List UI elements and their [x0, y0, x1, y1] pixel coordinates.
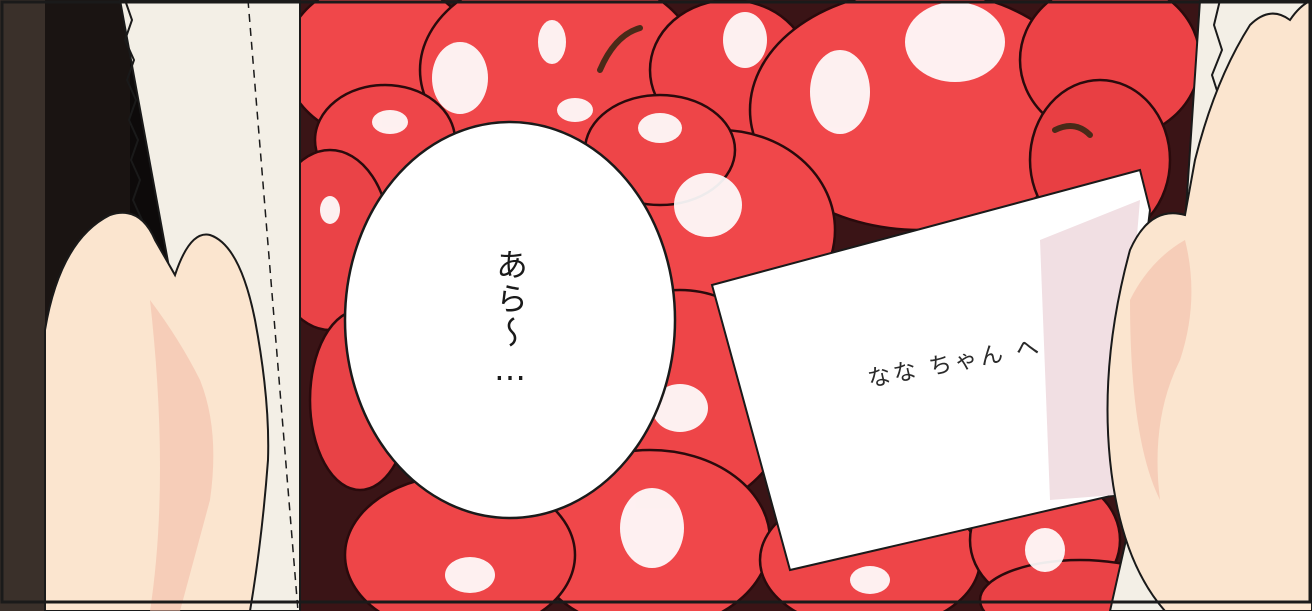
right-hand-icon: [1106, 0, 1312, 611]
left-wall: [0, 0, 45, 611]
left-hand-icon: [44, 211, 270, 611]
speech-bubble-icon: [343, 120, 677, 520]
note-card-icon: [710, 168, 1152, 572]
left-flap-crease: [247, 0, 299, 611]
speech-bubble-text: あら〜…: [491, 248, 529, 390]
right-hand-shadow: [1130, 240, 1192, 500]
left-hand-shadow: [150, 300, 214, 611]
apple-highlights: [320, 2, 1065, 594]
